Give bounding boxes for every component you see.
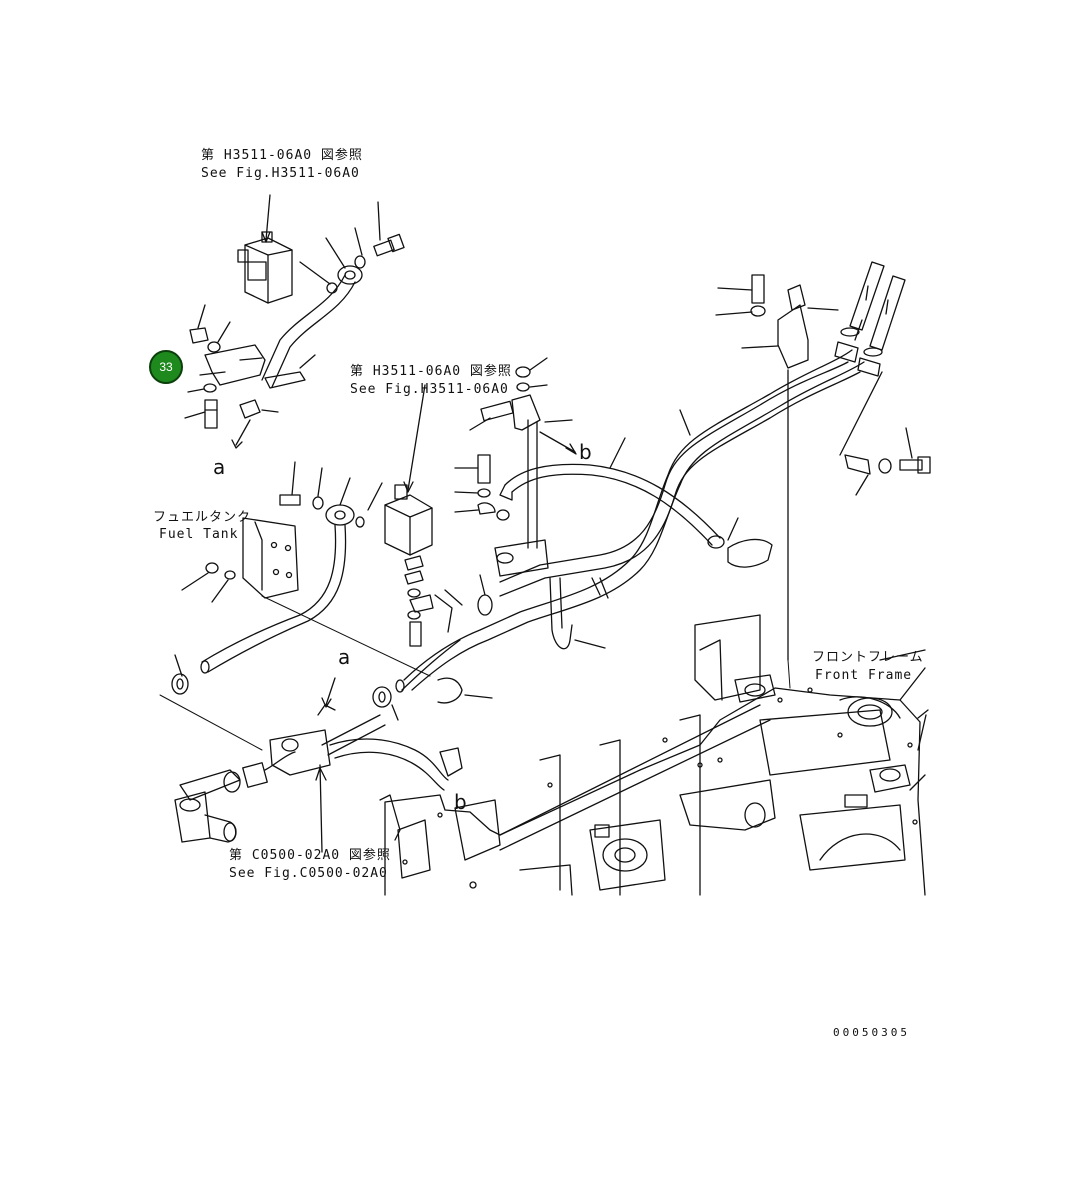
reference-middle-en: See Fig.H3511-06A0 <box>350 382 509 397</box>
connection-mark-a-top: a <box>213 455 226 479</box>
long-double-pipe <box>403 349 865 691</box>
lower-fitting-group <box>269 677 463 791</box>
fuel-tank-bracket <box>181 517 299 603</box>
lower-left-coupling <box>174 751 327 853</box>
front-frame <box>379 614 929 896</box>
connection-mark-a-middle: a <box>338 645 351 669</box>
center-top-clamp <box>469 357 577 455</box>
reference-middle-jp: 第 H3511-06A0 図参照 <box>350 364 512 379</box>
right-top-cylinders <box>834 261 906 377</box>
connection-mark-b-upper: b <box>579 440 592 464</box>
center-vertical-pipe <box>494 419 606 650</box>
reference-bottom-en: See Fig.C0500-02A0 <box>229 866 388 881</box>
top-bolt-set <box>354 201 405 269</box>
lower-left-clamp <box>171 574 493 695</box>
middle-long-hose <box>499 437 773 568</box>
right-bracket <box>715 274 839 661</box>
connection-mark-b-lower: b <box>454 790 467 814</box>
drawing-number: 00050305 <box>833 1026 910 1039</box>
right-side-clamp <box>839 371 931 496</box>
part-callout-33[interactable]: 33 <box>149 350 183 384</box>
reference-bottom-jp: 第 C0500-02A0 図参照 <box>229 848 391 863</box>
front-frame-label-jp: フロントフレーム <box>812 650 924 665</box>
upper-pipe <box>261 237 363 388</box>
short-hose <box>395 589 493 704</box>
reference-top-jp: 第 H3511-06A0 図参照 <box>201 148 363 163</box>
guide-lines <box>159 595 431 751</box>
top-valve-assembly <box>237 194 293 304</box>
fuel-tank-pipe <box>200 524 347 674</box>
left-bracket-group <box>184 304 316 449</box>
middle-valve-assembly <box>355 384 434 647</box>
middle-bolt-stack <box>279 454 510 526</box>
fuel-tank-label-jp: フュエルタンク <box>153 510 252 525</box>
reference-top-en: See Fig.H3511-06A0 <box>201 166 360 181</box>
fuel-tank-label-en: Fuel Tank <box>159 527 239 542</box>
front-frame-label-en: Front Frame <box>815 668 913 683</box>
frame-leaders <box>787 659 791 689</box>
